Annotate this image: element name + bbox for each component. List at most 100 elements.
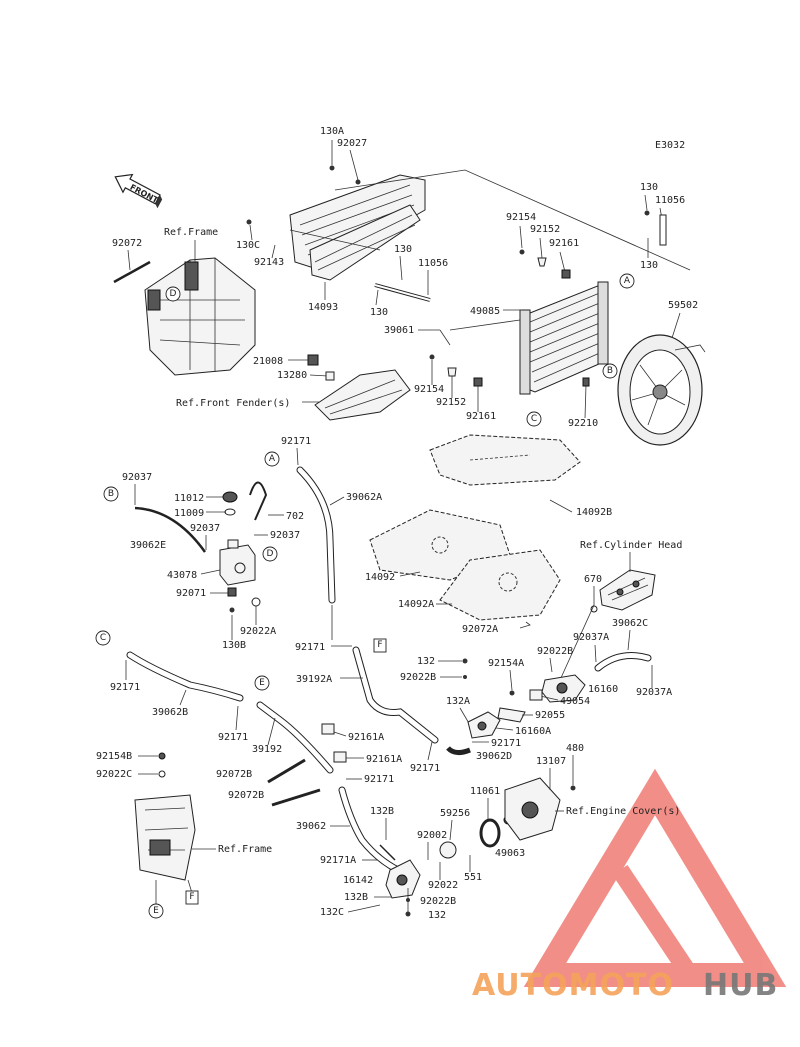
part-label-59502: 59502 xyxy=(668,300,698,311)
part-label-92022: 92022 xyxy=(428,880,458,891)
radiator-39061 xyxy=(519,281,609,395)
thermostat-16160 xyxy=(541,674,586,703)
panel-14092B xyxy=(429,434,581,486)
part-label-92037-b: 92037 xyxy=(190,523,220,534)
part-label-130-bottom: 130 xyxy=(370,307,388,318)
water-pump-cover-16142 xyxy=(385,859,421,899)
rod-92072 xyxy=(113,260,151,284)
part-label-92154-a: 92154 xyxy=(506,212,536,223)
panel-14092A xyxy=(439,549,561,621)
part-label-92161-b: 92161 xyxy=(466,411,496,422)
watermark-logo-triangle xyxy=(523,768,787,987)
part-label-92072A: 92072A xyxy=(462,624,498,635)
part-label-92152-b: 92152 xyxy=(436,397,466,408)
callout-C-radiator: C xyxy=(526,411,542,427)
part-label-132-b: 132 xyxy=(428,910,446,921)
part-label-43078: 43078 xyxy=(167,570,197,581)
fan-59502 xyxy=(617,334,706,446)
part-label-130B: 130B xyxy=(222,640,246,651)
part-label-92022B-c: 92022B xyxy=(420,896,456,907)
reservoir-tank-43078 xyxy=(219,539,256,586)
frame-top-illustration xyxy=(144,257,256,376)
part-label-92022B-a: 92022B xyxy=(400,672,436,683)
part-label-130-topright2: 130 xyxy=(640,260,658,271)
part-label-92171-d: 92171 xyxy=(491,738,521,749)
part-label-39062B: 39062B xyxy=(152,707,188,718)
rod-92072B-b xyxy=(271,788,321,807)
callout-C-hose: C xyxy=(95,630,111,646)
radiator-grille-14093 xyxy=(289,174,426,281)
svg-text:D: D xyxy=(170,289,177,299)
part-label-92154A: 92154A xyxy=(488,658,524,669)
hose-702 xyxy=(249,481,268,521)
thermostat-cover-16160A xyxy=(467,711,501,739)
callout-F-frame: F xyxy=(185,890,199,905)
ref-label-frame-top: Ref.Frame xyxy=(164,227,218,238)
callout-A-hose: A xyxy=(264,451,280,467)
part-label-16160: 16160 xyxy=(588,684,618,695)
ref-label-engine-cover: Ref.Engine Cover(s) xyxy=(566,806,680,817)
part-label-92210: 92210 xyxy=(568,418,598,429)
part-label-92171-a: 92171 xyxy=(281,436,311,447)
callout-E-frame: E xyxy=(148,903,164,919)
part-label-92171-g: 92171 xyxy=(364,774,394,785)
watermark-text-hub: HUB xyxy=(703,968,778,1003)
ref-label-front-fender: Ref.Front Fender(s) xyxy=(176,398,290,409)
svg-text:C: C xyxy=(100,633,106,643)
cylinder-head-illustration xyxy=(599,569,656,611)
part-label-92037A-b: 92037A xyxy=(636,687,672,698)
part-label-39062: 39062 xyxy=(296,821,326,832)
engine-cover-illustration xyxy=(504,777,561,841)
part-label-92037A-a: 92037A xyxy=(573,632,609,643)
ref-label-frame-bottom: Ref.Frame xyxy=(218,844,272,855)
part-label-92022B-b: 92022B xyxy=(537,646,573,657)
part-label-11056-mid: 11056 xyxy=(418,258,448,269)
ref-label-cylinder-head: Ref.Cylinder Head xyxy=(580,540,682,551)
svg-text:A: A xyxy=(624,276,631,286)
svg-text:F: F xyxy=(377,640,382,650)
clamp-92161A-a xyxy=(321,723,335,735)
part-label-92154B: 92154B xyxy=(96,751,132,762)
part-label-39062D: 39062D xyxy=(476,751,512,762)
part-label-11012: 11012 xyxy=(174,493,204,504)
diagram-code: E3032 xyxy=(655,140,685,151)
part-label-92171-e: 92171 xyxy=(110,682,140,693)
part-label-92152-a: 92152 xyxy=(530,224,560,235)
part-label-14092: 14092 xyxy=(365,572,395,583)
part-label-132C: 132C xyxy=(320,907,344,918)
part-label-551: 551 xyxy=(464,872,482,883)
frame-bottom-illustration xyxy=(134,794,196,881)
front-arrow-icon: FRONT xyxy=(114,173,163,209)
part-label-92161-a: 92161 xyxy=(549,238,579,249)
part-label-39062E: 39062E xyxy=(130,540,166,551)
part-label-92072: 92072 xyxy=(112,238,142,249)
callout-D-tank: D xyxy=(262,546,278,562)
part-label-130-topright: 130 xyxy=(640,182,658,193)
part-label-39192: 39192 xyxy=(252,744,282,755)
part-label-92171-b: 92171 xyxy=(295,642,325,653)
part-label-132-a: 132 xyxy=(417,656,435,667)
part-label-11056-topright: 11056 xyxy=(655,195,685,206)
callout-A-top: A xyxy=(619,273,635,289)
part-label-92027: 92027 xyxy=(337,138,367,149)
part-label-92161A-b: 92161A xyxy=(366,754,402,765)
part-label-11061: 11061 xyxy=(470,786,500,797)
part-label-92037-a: 92037 xyxy=(122,472,152,483)
watermark-text-automoto: AUTOMOTO xyxy=(472,968,674,1003)
part-label-13107: 13107 xyxy=(536,756,566,767)
callout-F-hose: F xyxy=(373,638,387,653)
part-label-130A: 130A xyxy=(320,126,344,137)
part-label-130-mid: 130 xyxy=(394,244,412,255)
part-label-14092A: 14092A xyxy=(398,599,434,610)
part-label-59256: 59256 xyxy=(440,808,470,819)
part-label-92072B-b: 92072B xyxy=(228,790,264,801)
part-label-92022C: 92022C xyxy=(96,769,132,780)
part-label-39192A: 39192A xyxy=(296,674,332,685)
part-label-92154-b: 92154 xyxy=(414,384,444,395)
svg-text:B: B xyxy=(108,489,114,499)
part-label-92143: 92143 xyxy=(254,257,284,268)
svg-text:E: E xyxy=(153,906,159,916)
part-label-21008: 21008 xyxy=(253,356,283,367)
hose-39062D xyxy=(446,746,471,756)
